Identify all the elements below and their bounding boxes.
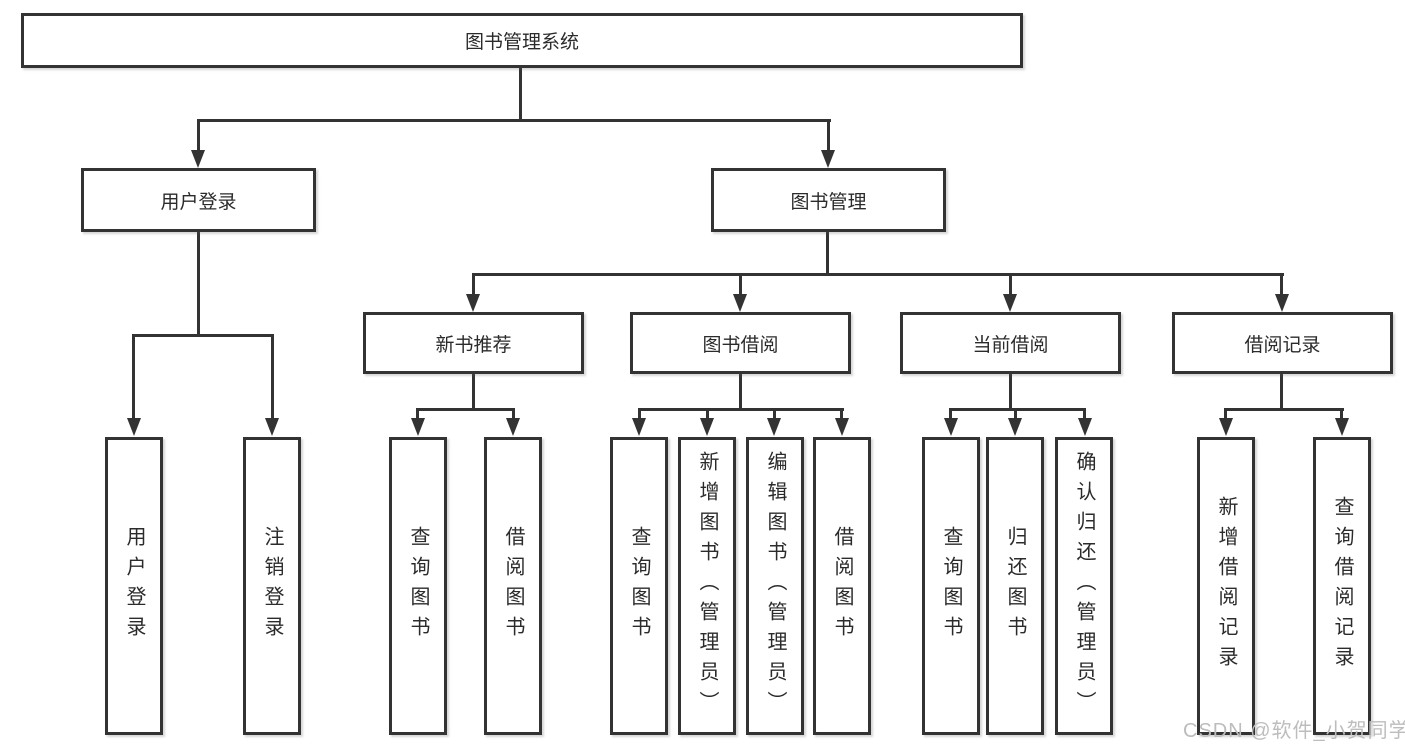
node-return-book: 归还图书 <box>986 437 1044 735</box>
arrow-down-icon <box>835 418 849 436</box>
connector-line <box>472 273 1284 276</box>
connector-line <box>1280 273 1283 295</box>
arrow-down-icon <box>1003 294 1017 312</box>
connector-line <box>773 408 776 420</box>
node-query-books: 查询图书 <box>389 437 447 735</box>
watermark: CSDN @软件_小贺同学 <box>1183 720 1405 742</box>
connector-line <box>826 232 829 273</box>
connector-line <box>1340 408 1343 420</box>
connector-line <box>132 334 274 337</box>
arrow-down-icon <box>411 418 425 436</box>
node-label: 用户登录 <box>160 191 237 213</box>
arrow-down-icon <box>700 418 714 436</box>
arrow-down-icon <box>1335 418 1349 436</box>
connector-line <box>739 374 742 410</box>
node-new-book-recommend: 新书推荐 <box>363 312 584 374</box>
connector-line <box>827 119 830 152</box>
connector-line <box>132 334 135 420</box>
arrow-down-icon <box>1078 418 1092 436</box>
connector-line <box>416 408 515 411</box>
connector-line <box>638 408 844 411</box>
node-user-login-leaf: 用户登录 <box>105 437 163 735</box>
connector-line <box>706 408 709 420</box>
arrow-down-icon <box>733 294 747 312</box>
node-label: 新书推荐 <box>435 334 512 356</box>
node-label: 查询借阅记录 <box>1331 496 1353 676</box>
node-label: 编辑图书（管理员） <box>764 451 786 721</box>
node-logout: 注销登录 <box>243 437 301 735</box>
connector-line <box>416 408 419 420</box>
connector-line <box>512 408 515 420</box>
node-label: 新增图书（管理员） <box>696 451 718 721</box>
arrow-down-icon <box>191 150 205 168</box>
connector-line <box>739 273 742 295</box>
arrow-down-icon <box>506 418 520 436</box>
connector-line <box>1224 408 1227 420</box>
connector-line <box>197 119 831 122</box>
connector-line <box>1014 408 1017 420</box>
node-label: 查询图书 <box>628 526 650 646</box>
connector-line <box>197 119 200 152</box>
node-borrow-books: 借阅图书 <box>484 437 542 735</box>
connector-line <box>519 68 522 119</box>
arrow-down-icon <box>127 418 141 436</box>
node-label: 图书借阅 <box>702 334 779 356</box>
node-confirm-return-admin: 确认归还（管理员） <box>1055 437 1113 735</box>
node-label: 当前借阅 <box>972 334 1049 356</box>
arrow-down-icon <box>821 150 835 168</box>
node-label: 归还图书 <box>1004 526 1026 646</box>
connector-line <box>1009 374 1012 410</box>
connector-line <box>472 273 475 295</box>
node-add-book-admin: 新增图书（管理员） <box>678 437 736 735</box>
arrow-down-icon <box>1275 294 1289 312</box>
connector-line <box>197 232 200 334</box>
node-label: 新增借阅记录 <box>1215 496 1237 676</box>
node-book-borrowing: 图书借阅 <box>630 312 851 374</box>
node-borrowing-records: 借阅记录 <box>1172 312 1393 374</box>
connector-line <box>1009 273 1012 295</box>
arrow-down-icon <box>466 294 480 312</box>
arrow-down-icon <box>1219 418 1233 436</box>
connector-line <box>1083 408 1086 420</box>
node-label: 用户登录 <box>123 526 145 646</box>
connector-line <box>949 408 1086 411</box>
connector-line <box>638 408 641 420</box>
arrow-down-icon <box>944 418 958 436</box>
node-add-borrow-record: 新增借阅记录 <box>1197 437 1255 735</box>
node-label: 借阅记录 <box>1244 334 1321 356</box>
node-label: 图书管理 <box>790 191 867 213</box>
node-query-books: 查询图书 <box>922 437 980 735</box>
node-label: 查询图书 <box>407 526 429 646</box>
node-borrow-books: 借阅图书 <box>813 437 871 735</box>
node-user-login: 用户登录 <box>81 168 316 232</box>
node-label: 借阅图书 <box>502 526 524 646</box>
node-edit-book-admin: 编辑图书（管理员） <box>746 437 804 735</box>
connector-line <box>840 408 843 420</box>
arrow-down-icon <box>265 418 279 436</box>
connector-line <box>1280 374 1283 410</box>
node-current-borrowing: 当前借阅 <box>900 312 1121 374</box>
arrow-down-icon <box>1008 418 1022 436</box>
connector-line <box>1224 408 1344 411</box>
node-label: 确认归还（管理员） <box>1073 451 1095 721</box>
arrow-down-icon <box>767 418 781 436</box>
node-query-borrow-record: 查询借阅记录 <box>1313 437 1371 735</box>
connector-line <box>949 408 952 420</box>
connector-line <box>271 334 274 420</box>
node-label: 图书管理系统 <box>464 32 579 53</box>
connector-line <box>472 374 475 410</box>
node-book-management: 图书管理 <box>711 168 946 232</box>
node-library-management-system: 图书管理系统 <box>21 13 1023 68</box>
node-label: 借阅图书 <box>831 526 853 646</box>
node-label: 注销登录 <box>261 526 283 646</box>
arrow-down-icon <box>632 418 646 436</box>
node-query-books: 查询图书 <box>610 437 668 735</box>
node-label: 查询图书 <box>940 526 962 646</box>
